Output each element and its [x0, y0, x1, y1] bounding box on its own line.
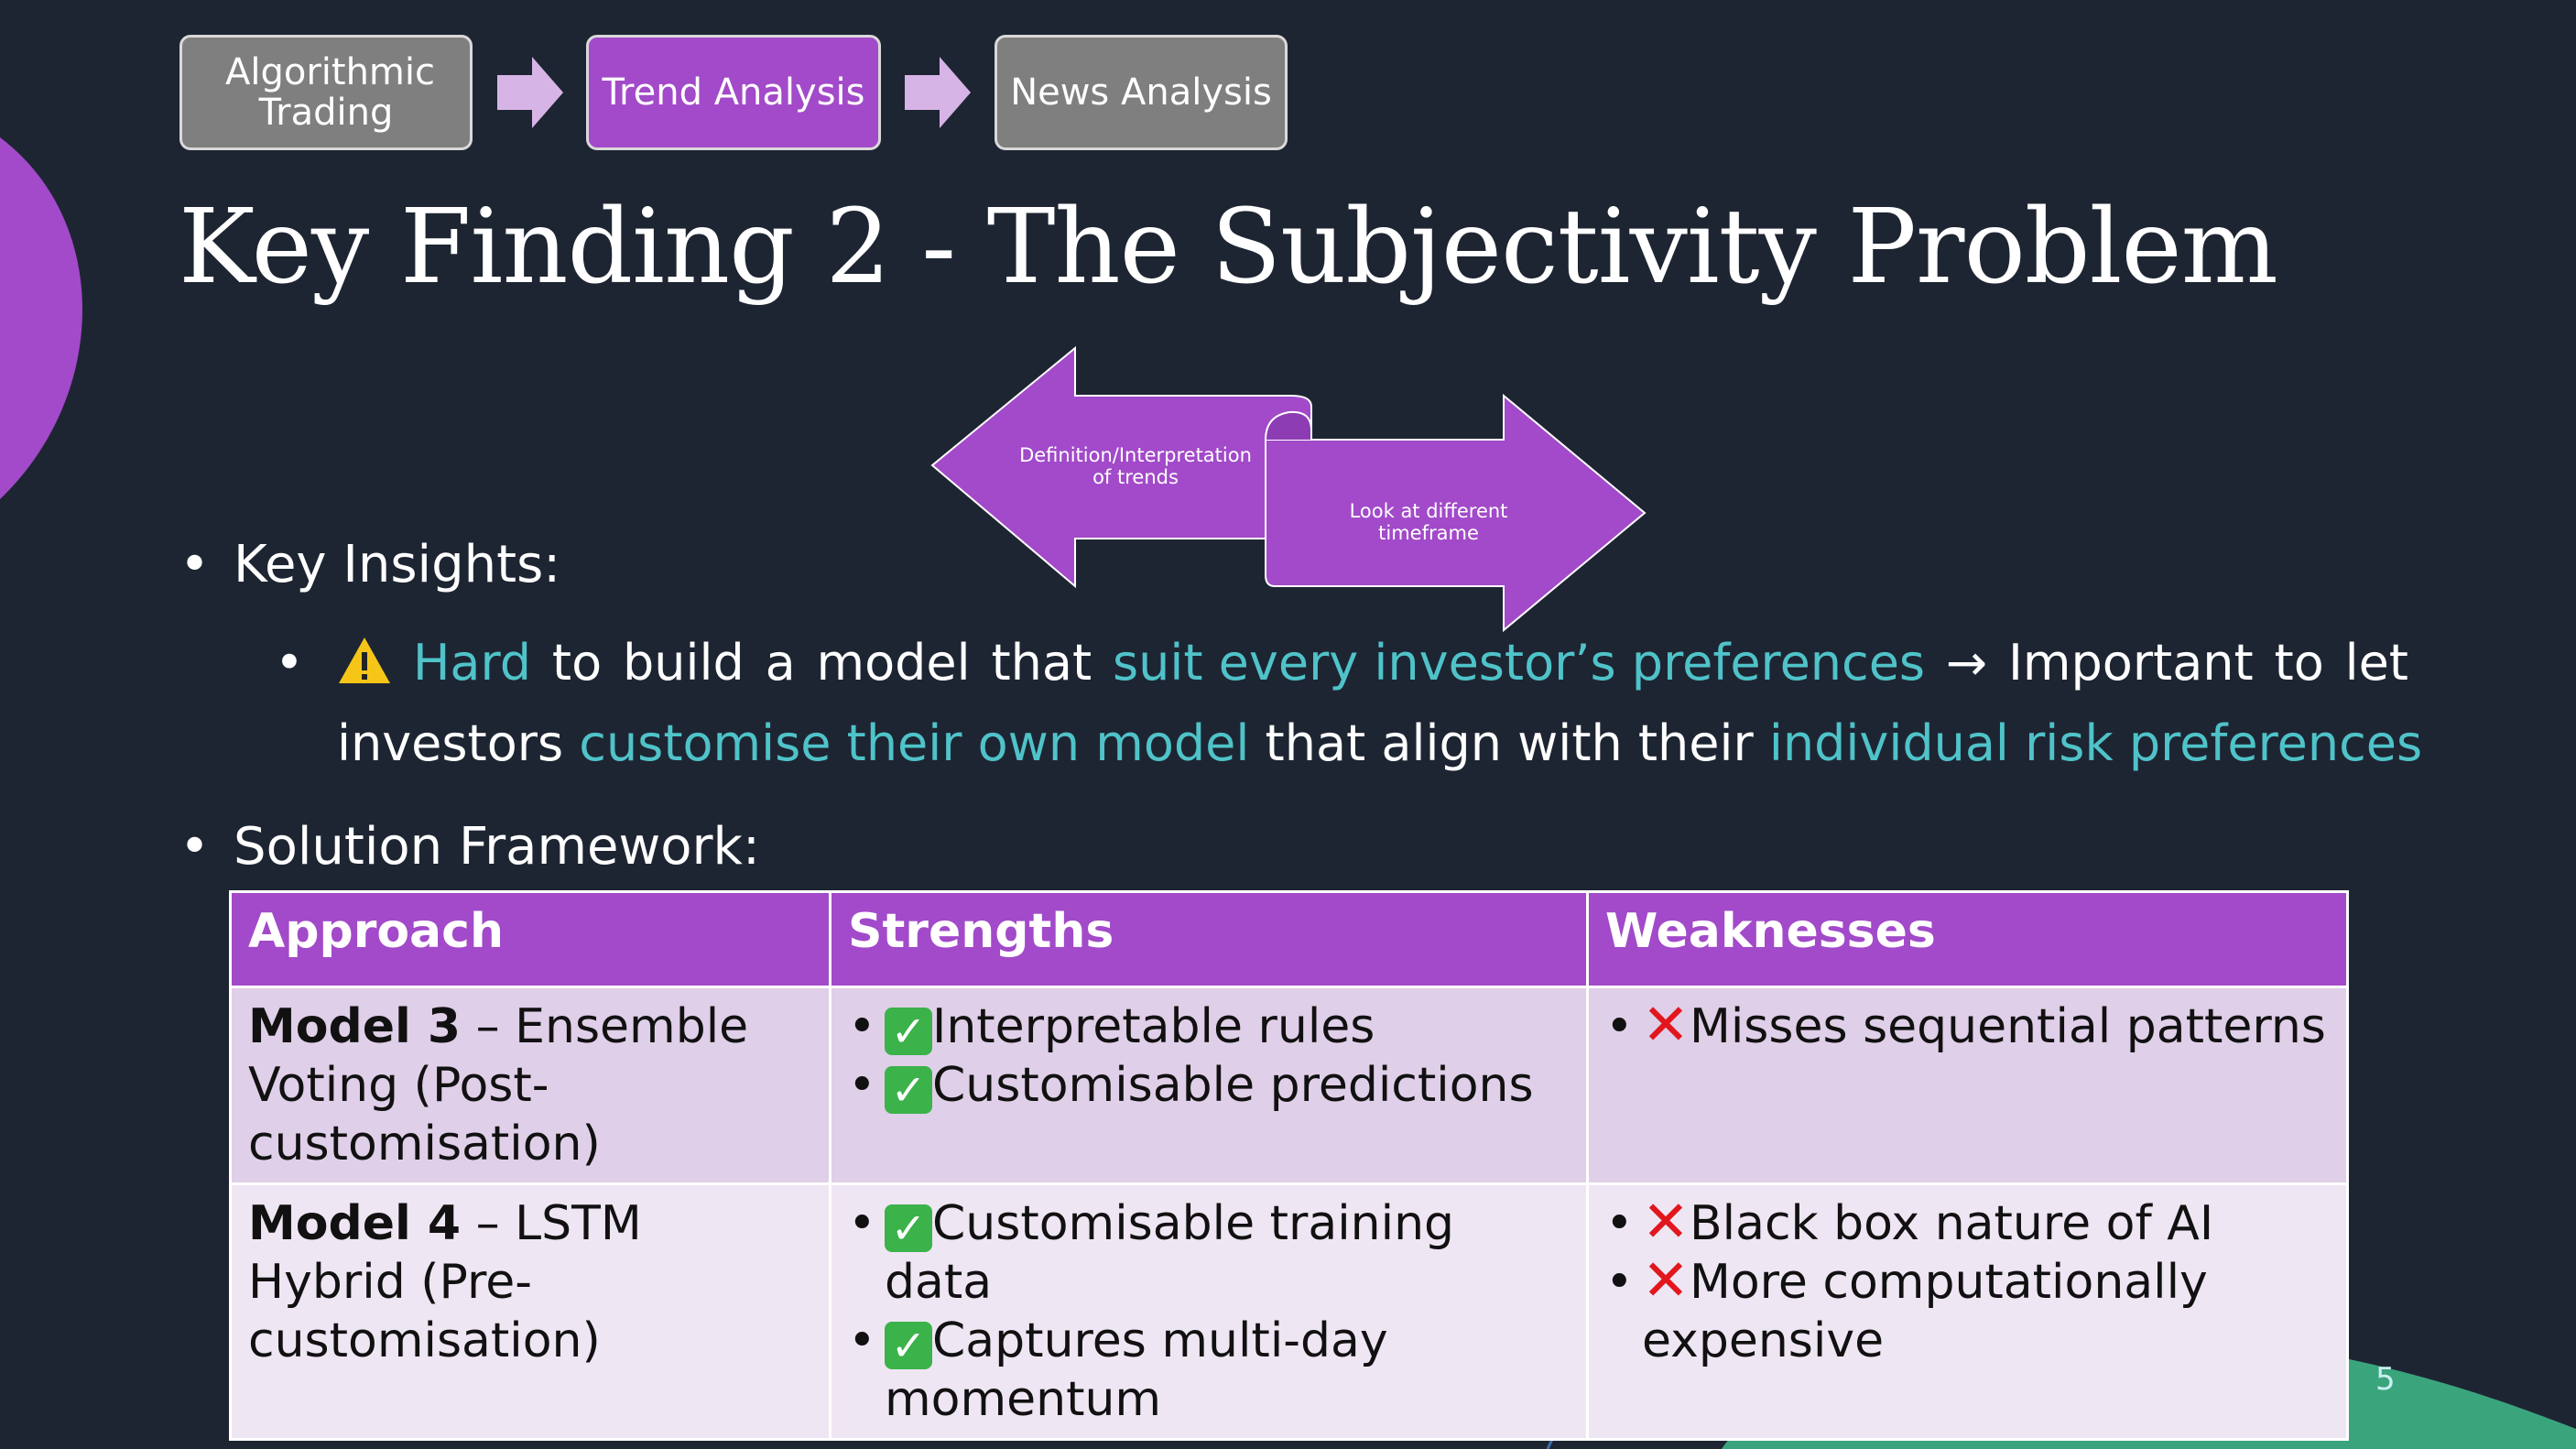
list-item: ✕Misses sequential patterns [1605, 997, 2330, 1057]
list-item: ✓Customisable predictions [848, 1056, 1570, 1115]
strengths-cell: ✓Interpretable rules ✓Customisable predi… [829, 986, 1589, 1185]
strengths-cell: ✓Customisable training data ✓Captures mu… [829, 1182, 1589, 1441]
list-item: ✓Interpretable rules [848, 997, 1570, 1056]
list-item: ✓Customisable training data [848, 1194, 1570, 1312]
check-icon: ✓ [885, 1204, 932, 1252]
insight-line-2: investors customise their own model that… [337, 714, 2423, 772]
left-arrow-label: Definition/Interpretation of trends [1019, 444, 1252, 488]
check-icon: ✓ [885, 1008, 932, 1055]
check-icon: ✓ [885, 1066, 932, 1114]
step-arrow-icon [497, 57, 563, 128]
approach-cell: Model 4 – LSTM Hybrid (Pre-customisation… [229, 1182, 831, 1441]
step-arrow-icon [905, 57, 971, 128]
weaknesses-cell: ✕Black box nature of AI ✕More computatio… [1586, 1182, 2349, 1441]
right-arrow-label: Look at different timeframe [1349, 500, 1508, 544]
step-label: Trend Analysis [602, 71, 865, 114]
step-trend-analysis[interactable]: Trend Analysis [586, 35, 881, 150]
warning-icon [339, 637, 390, 683]
check-icon: ✓ [885, 1322, 932, 1369]
insight-item: • Hard to build a model that suit every … [275, 623, 2423, 784]
page-title: Key Finding 2 - The Subjectivity Problem [179, 188, 2278, 307]
key-insights-heading: •Key Insights: [179, 535, 561, 594]
step-label: News Analysis [1010, 71, 1272, 114]
cross-icon: ✕ [1642, 1247, 1690, 1313]
header-approach: Approach [229, 890, 831, 988]
list-item: ✕Black box nature of AI [1605, 1193, 2330, 1254]
purple-blob-left [0, 137, 82, 499]
approach-cell: Model 3 – Ensemble Voting (Post-customis… [229, 986, 831, 1185]
cross-icon: ✕ [1642, 991, 1690, 1058]
page-number: 5 [2375, 1361, 2396, 1398]
step-algorithmic-trading[interactable]: Algorithmic Trading [179, 35, 473, 150]
header-weaknesses: Weaknesses [1586, 890, 2349, 988]
solution-framework-heading: •Solution Framework: [179, 817, 760, 877]
solution-table: Approach Strengths Weaknesses Model 3 – … [229, 890, 2349, 1441]
header-strengths: Strengths [829, 890, 1589, 988]
table-header-row: Approach Strengths Weaknesses [229, 890, 2349, 988]
table-row: Model 3 – Ensemble Voting (Post-customis… [229, 986, 2349, 1185]
insight-line-1: Hard to build a model that suit every in… [337, 623, 2408, 703]
cross-icon: ✕ [1642, 1188, 1690, 1255]
list-item: ✕More computationally expensive [1605, 1252, 2330, 1370]
list-item: ✓Captures multi-day momentum [848, 1312, 1570, 1429]
weaknesses-cell: ✕Misses sequential patterns [1586, 986, 2349, 1185]
step-label: Algorithmic Trading [225, 51, 436, 134]
step-news-analysis[interactable]: News Analysis [995, 35, 1288, 150]
table-row: Model 4 – LSTM Hybrid (Pre-customisation… [229, 1182, 2349, 1441]
